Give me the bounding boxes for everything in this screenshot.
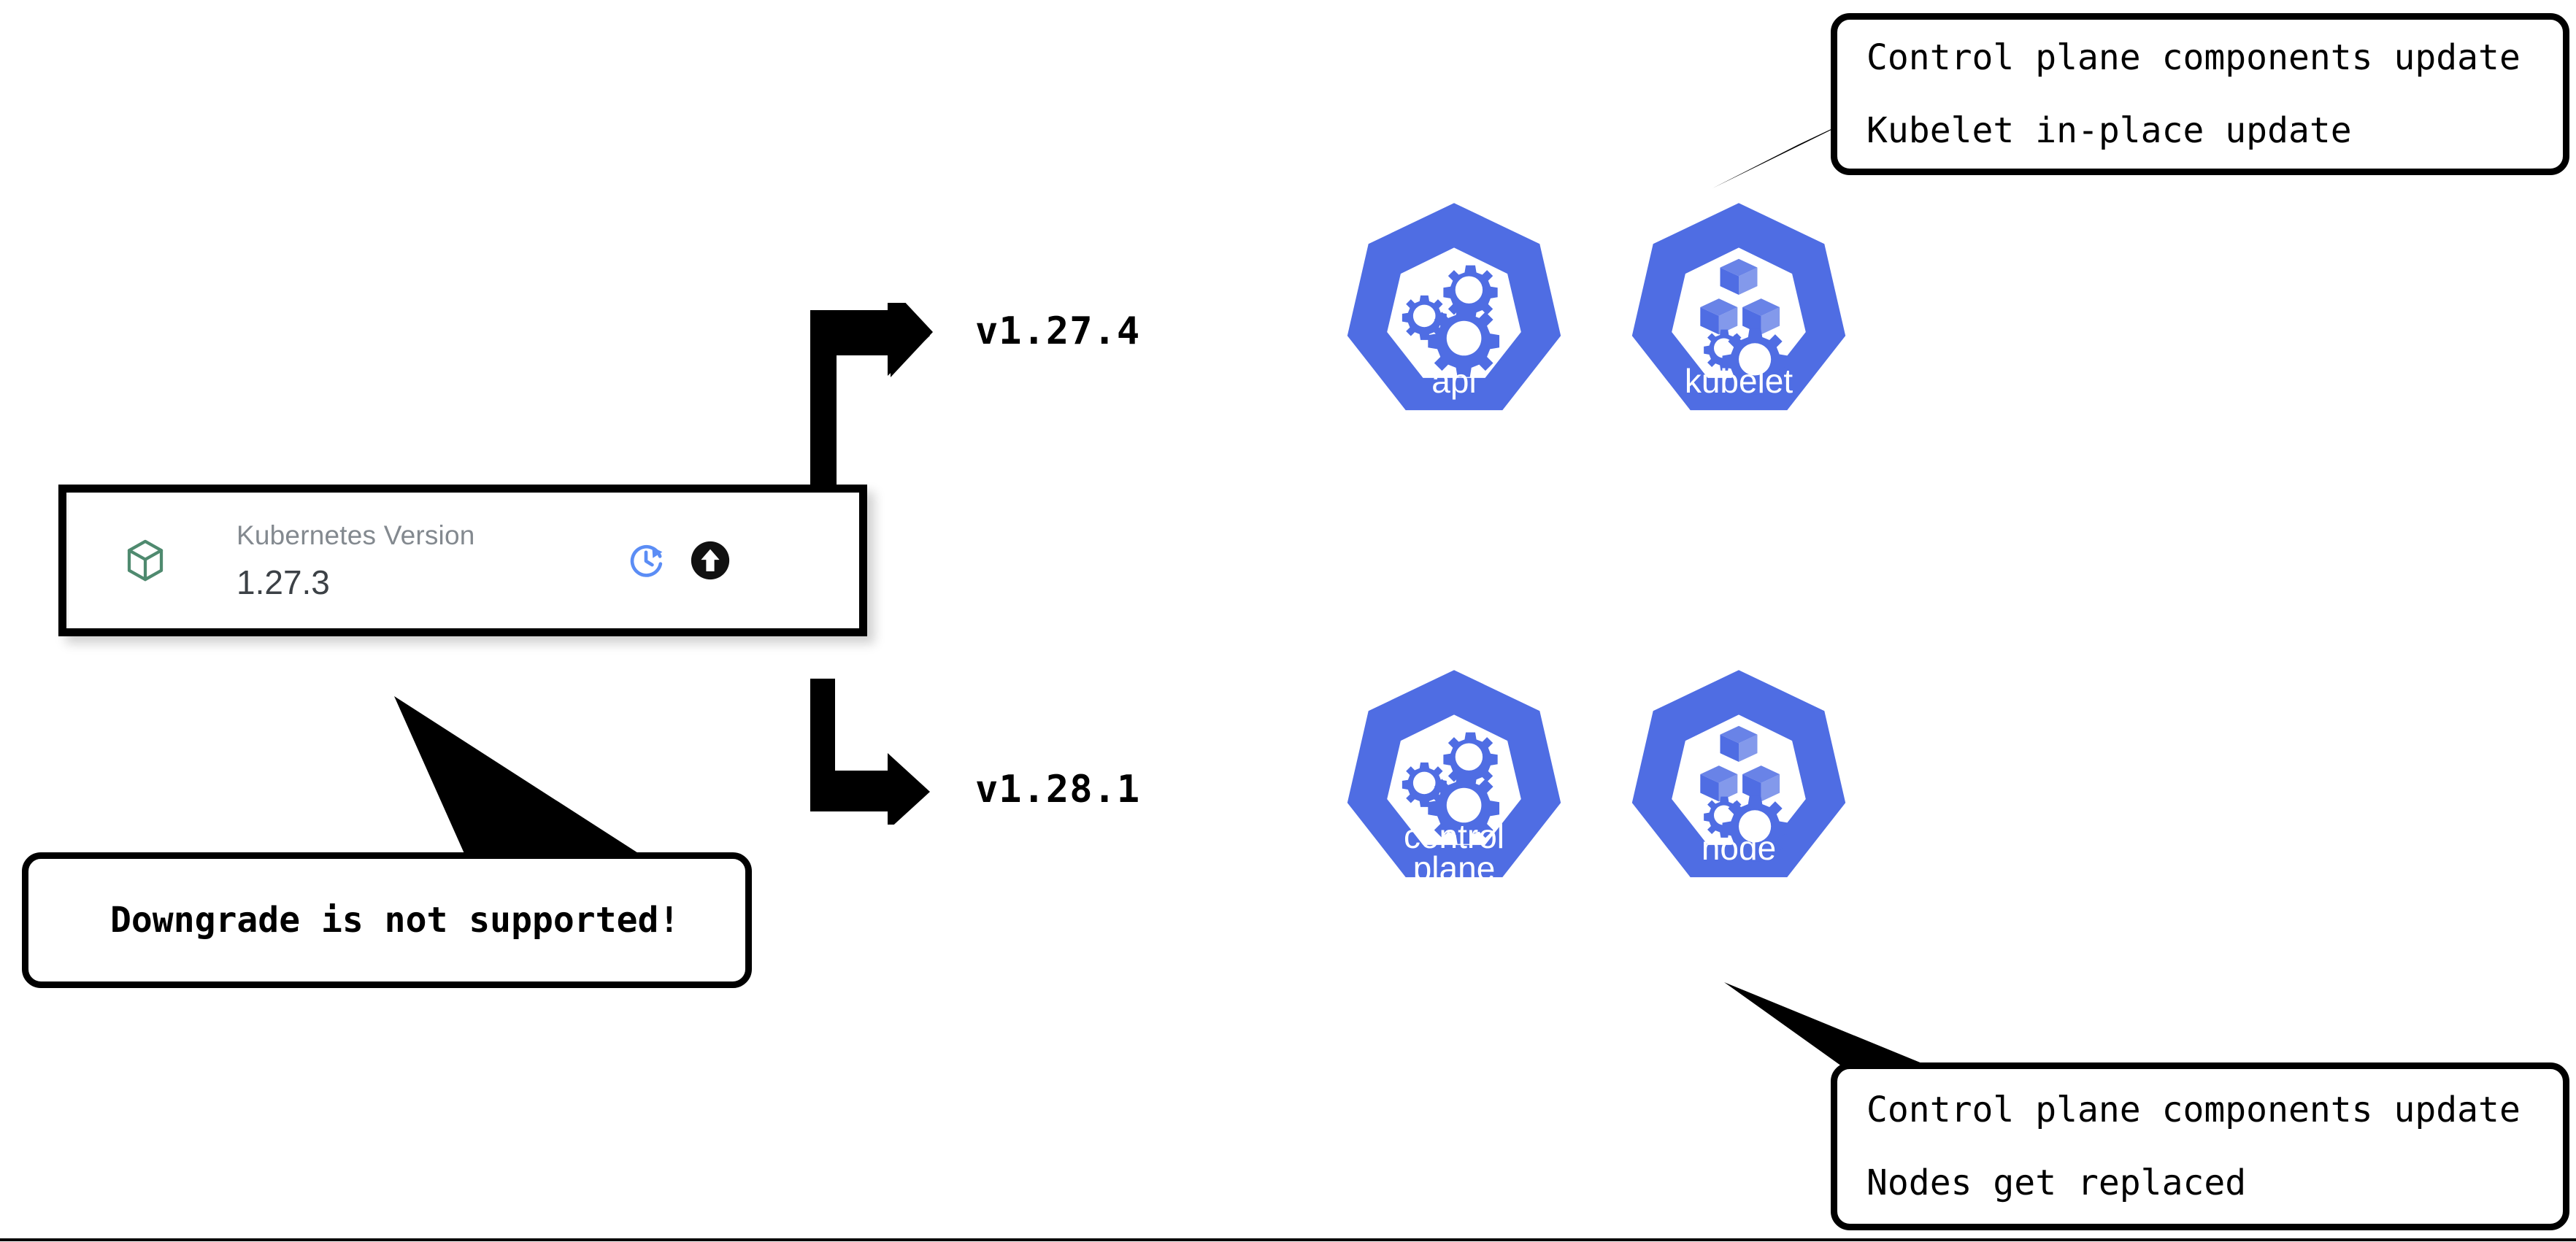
callout-tail-downgrade: [394, 696, 644, 857]
version-label-minor: v1.28.1: [975, 768, 1141, 811]
callout-line: Kubelet in-place update: [1866, 110, 2352, 151]
callout-line: Control plane components update: [1866, 1089, 2521, 1130]
upgrade-arrow-button[interactable]: [690, 540, 731, 581]
version-label-patch: v1.27.4: [975, 309, 1141, 353]
callout-line: Control plane components update: [1866, 37, 2521, 78]
version-card-label: Kubernetes Version: [237, 520, 475, 550]
arrow-upgrade-patch-shape: [810, 303, 930, 484]
arrow-upgrade-minor: [810, 679, 930, 825]
kubernetes-version-card[interactable]: Kubernetes Version 1.27.3: [58, 485, 867, 636]
version-card-value: 1.27.3: [237, 563, 330, 601]
version-card-inner: Kubernetes Version 1.27.3: [66, 493, 859, 628]
version-text-block: Kubernetes Version 1.27.3: [237, 520, 475, 601]
history-restore-icon[interactable]: [626, 540, 666, 581]
callout-line: Downgrade is not supported!: [110, 900, 680, 941]
patch-upgrade-callout: Control plane components update Kubelet …: [1831, 13, 2569, 175]
green-cube-icon: [121, 536, 169, 585]
k8s-logo-control-plane: control plane: [1330, 663, 1578, 911]
version-card-actions: [626, 540, 731, 581]
downgrade-warning-callout: Downgrade is not supported!: [22, 852, 752, 988]
k8s-logo-node: node: [1615, 663, 1863, 911]
k8s-logo-kubelet: kubelet: [1615, 196, 1863, 444]
slide-bottom-rule: [0, 1238, 2576, 1241]
minor-upgrade-callout: Control plane components update Nodes ge…: [1831, 1062, 2569, 1230]
k8s-logo-api: api: [1330, 196, 1578, 444]
callout-line: Nodes get replaced: [1866, 1162, 2247, 1203]
